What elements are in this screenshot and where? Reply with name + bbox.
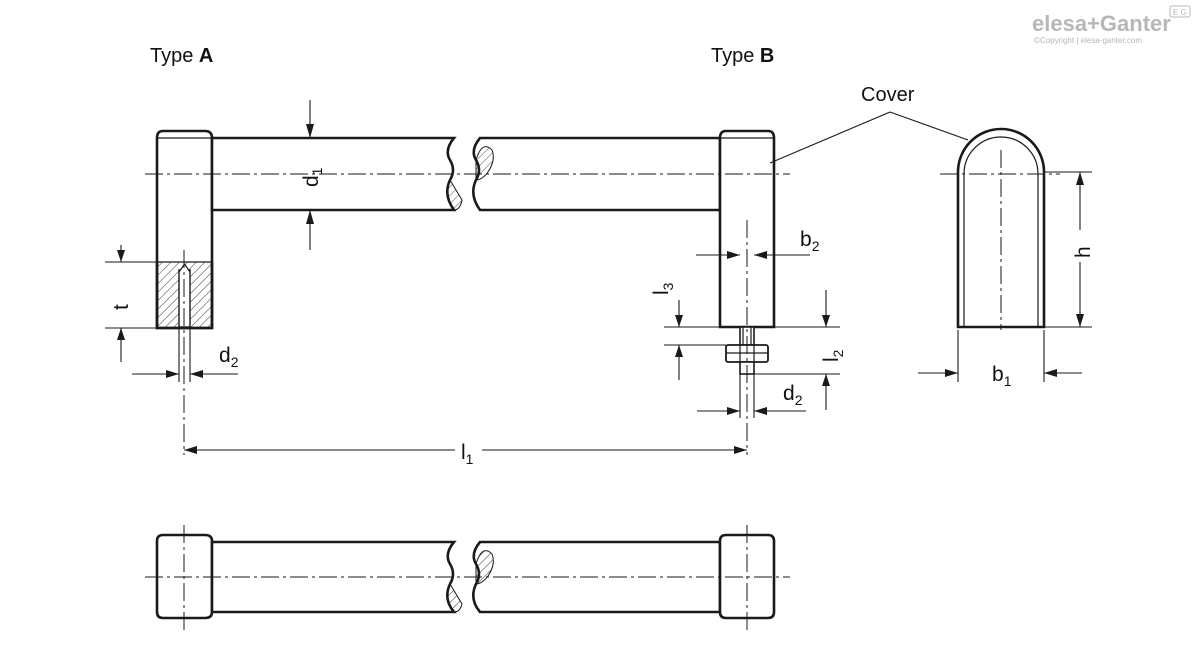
dim-label-d2-type-a: d2	[219, 344, 239, 370]
brand-logo: elesa+Ganter E G ©Copyright | elesa-gant…	[1032, 5, 1191, 45]
plan-break-hatch-top	[475, 550, 494, 585]
cover-view	[940, 127, 1060, 330]
cover-leader-cover	[889, 111, 969, 141]
dim-label-b1: b1	[992, 363, 1012, 389]
dim-label-h: h	[1072, 246, 1095, 258]
type-a-title: Type A	[150, 45, 213, 67]
front-view	[145, 129, 790, 455]
logo-text: elesa+Ganter	[1032, 11, 1171, 36]
dim-label-l1: l1	[461, 441, 474, 467]
logo-copyright: ©Copyright | elesa-ganter.com	[1034, 36, 1142, 45]
dim-l2: l2	[754, 290, 846, 410]
type-b-title: Type B	[711, 45, 774, 67]
dim-label-l3: l3	[650, 282, 676, 295]
logo-badge-frame	[1169, 5, 1191, 18]
plan-break-hatch-bottom	[446, 582, 463, 613]
cover-callout: Cover	[769, 84, 969, 164]
dim-label-b2: b2	[800, 228, 820, 254]
plan-view	[145, 525, 790, 630]
logo-badge: E G	[1173, 8, 1187, 17]
dim-label-d1: d1	[300, 167, 325, 187]
dim-t: t	[105, 245, 175, 362]
dim-l1: l1	[184, 441, 747, 467]
dim-label-d2-type-b: d2	[783, 382, 803, 408]
dim-l3: l3	[650, 282, 726, 380]
dim-d1: d1	[300, 100, 325, 250]
cover-outline	[956, 127, 1046, 329]
type-a-section-outline	[155, 262, 214, 330]
dim-d2-type-a: d2	[132, 328, 239, 382]
cover-label: Cover	[861, 84, 915, 106]
break-hatch-bottom	[446, 178, 463, 211]
cover-leader-b	[769, 111, 891, 164]
cover-inner-line	[963, 136, 1039, 327]
dim-b1: b1	[918, 330, 1082, 389]
dim-label-l2: l2	[820, 349, 846, 362]
break-hatch-top	[475, 146, 494, 181]
dim-d2-type-b: d2	[697, 374, 806, 418]
dim-h: h	[1044, 171, 1095, 328]
dim-b2: b2	[696, 228, 820, 259]
dim-label-t: t	[110, 304, 133, 310]
